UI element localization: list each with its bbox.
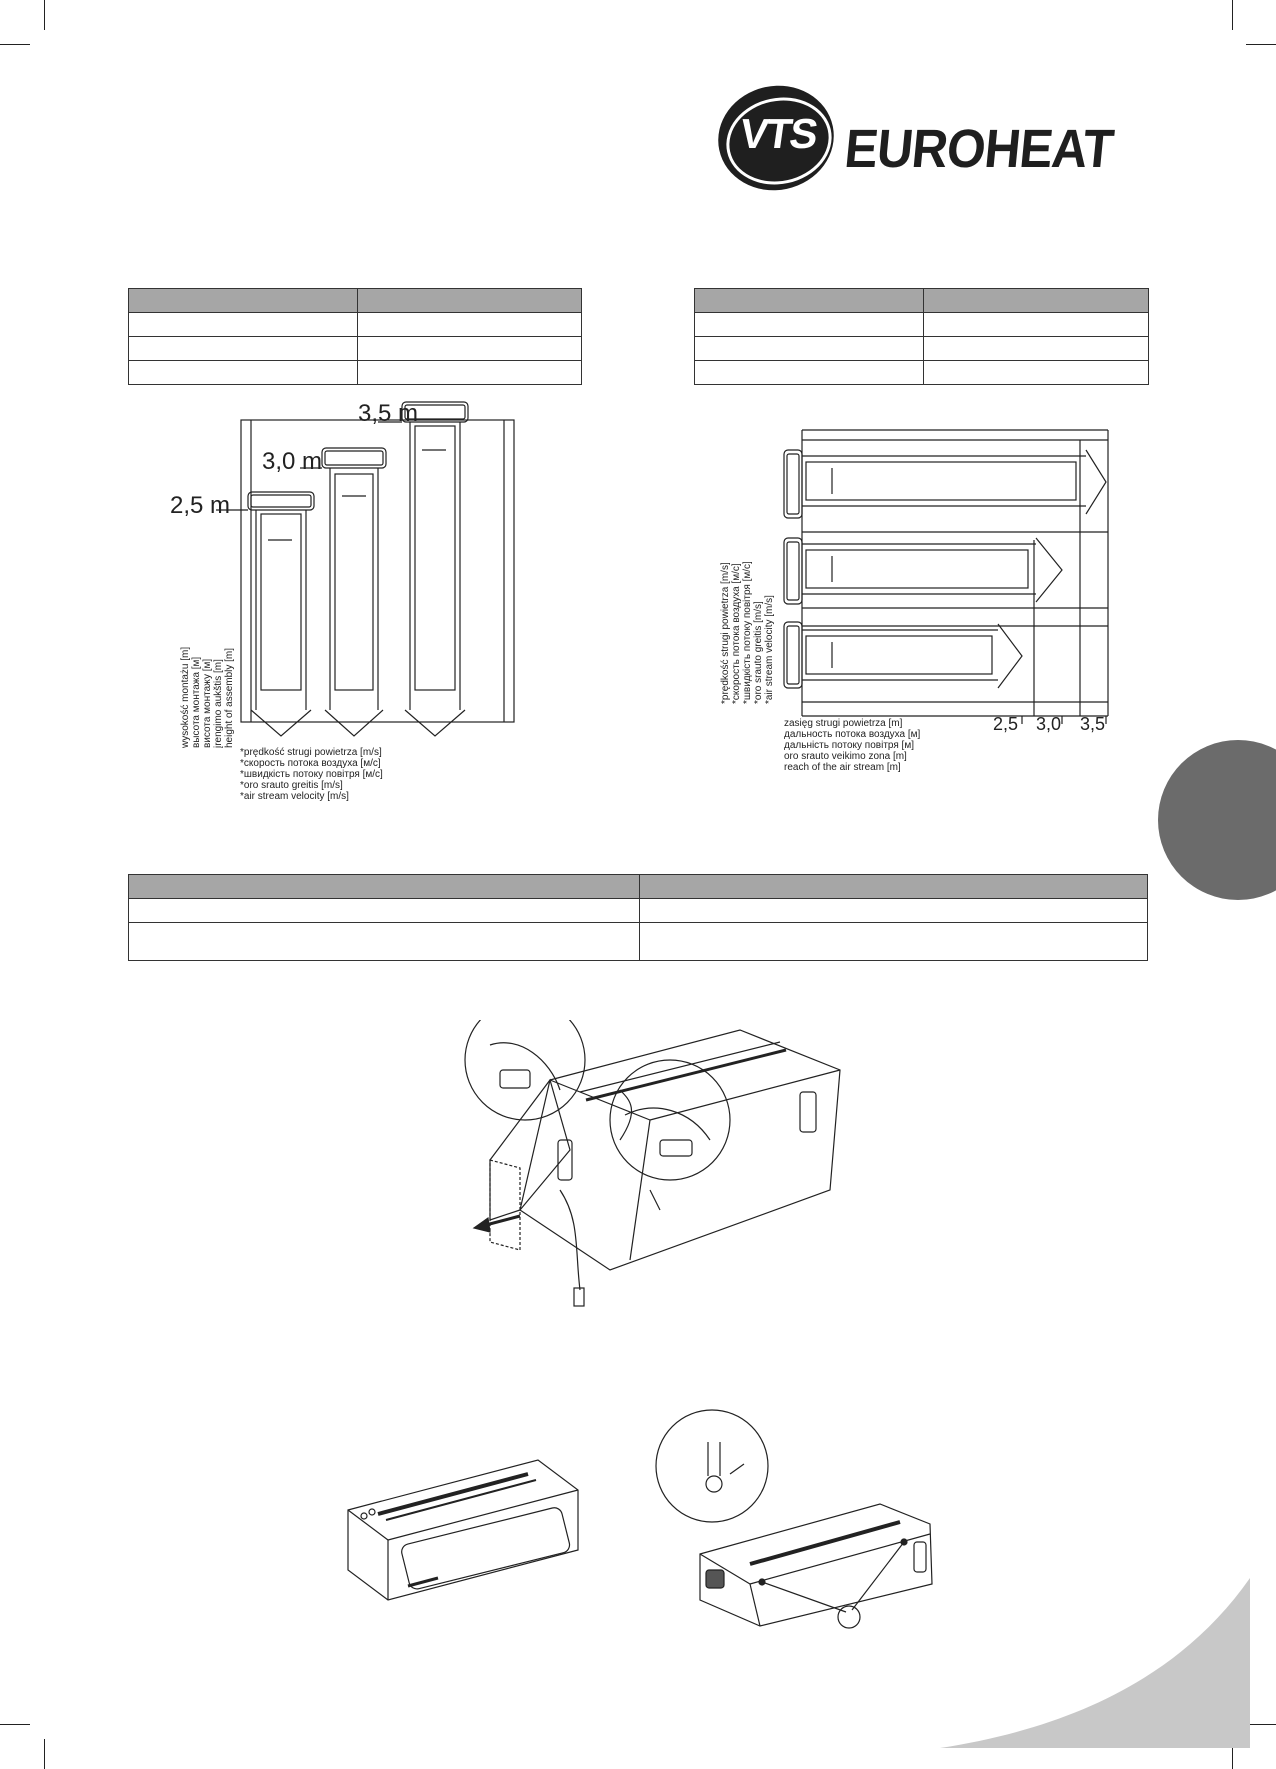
axis-label-line: *oro srauto greitis [m/s] (753, 601, 764, 704)
spec-table-left (128, 288, 582, 385)
crop-mark (1232, 1739, 1233, 1769)
vertical-airflow-diagram (216, 401, 515, 737)
spec-table-right (694, 288, 1149, 385)
reach-value: 2,5 (993, 714, 1019, 734)
section-tab-marker (1158, 740, 1276, 900)
axis-label-line: висота монтажу [м] (202, 658, 213, 748)
axis-label-line: height of assembly [m] (224, 647, 235, 748)
side-cover-removal-illustration (464, 1020, 841, 1307)
crop-mark (1246, 44, 1276, 45)
crop-mark (44, 0, 45, 30)
euroheat-brand-text: EUROHEAT (842, 119, 1116, 179)
spec-table-middle (128, 874, 1148, 961)
crop-mark (0, 44, 30, 45)
legend-line: reach of the air stream [m] (784, 762, 901, 773)
legend-line: oro srauto veikimo zona [m] (784, 751, 907, 762)
height-label: 2,5 m (170, 492, 231, 519)
crop-mark (1232, 0, 1233, 30)
legend-line: *prędkość strugi powietrza [m/s] (240, 747, 382, 758)
crop-mark (44, 1739, 45, 1769)
crop-mark (0, 1724, 30, 1725)
legend-line: *скорость потока воздуха [м/с] (240, 758, 381, 769)
legend-line: zasięg strugi powietrza [m] (784, 718, 903, 729)
axis-label-line: wysokość montażu [m] (180, 646, 191, 748)
axis-label-line: įrengimo aukštis [m] (213, 659, 224, 748)
reach-value: 3,0 (1036, 714, 1062, 734)
height-label: 3,5 m (358, 400, 419, 427)
unit-front-illustration (347, 1459, 579, 1601)
air-reach-legend: zasięg strugi powietrza [m] дальность по… (784, 718, 920, 773)
legend-line: *air stream velocity [m/s] (240, 791, 349, 802)
axis-label-line: *скорость потока воздуха [м/с] (731, 563, 742, 704)
vts-logo-text: VTS (736, 110, 820, 157)
legend-line: дальність потоку повітря [м] (784, 740, 914, 751)
axis-label-line: *air stream velocity [m/s] (764, 595, 775, 704)
crop-mark (1246, 1724, 1276, 1725)
legend-line: дальность потока воздуха [м] (784, 729, 921, 740)
corner-decoration (940, 1578, 1250, 1748)
assembly-height-axis-label: wysokość montażu [m] высота монтажа [м] … (180, 647, 235, 748)
horizontal-airflow-diagram (783, 429, 1109, 724)
axis-label-line: высота монтажа [м] (191, 656, 202, 748)
axis-label-line: *швидкість потоку повітря [м/с] (742, 561, 753, 704)
height-label: 3,0 m (262, 448, 323, 475)
axis-label-line: *prędkość strugi powietrza [m/s] (720, 562, 731, 704)
legend-line: *oro srauto greitis [m/s] (240, 780, 343, 791)
air-velocity-legend: *prędkość strugi powietrza [m/s] *скорос… (240, 747, 383, 802)
air-velocity-axis-label: *prędkość strugi powietrza [m/s] *скорос… (720, 561, 775, 704)
unit-mounting-holes-illustration (655, 1409, 933, 1629)
reach-value: 3,5 (1080, 714, 1106, 734)
legend-line: *швидкість потоку повітря [м/с] (240, 769, 383, 780)
